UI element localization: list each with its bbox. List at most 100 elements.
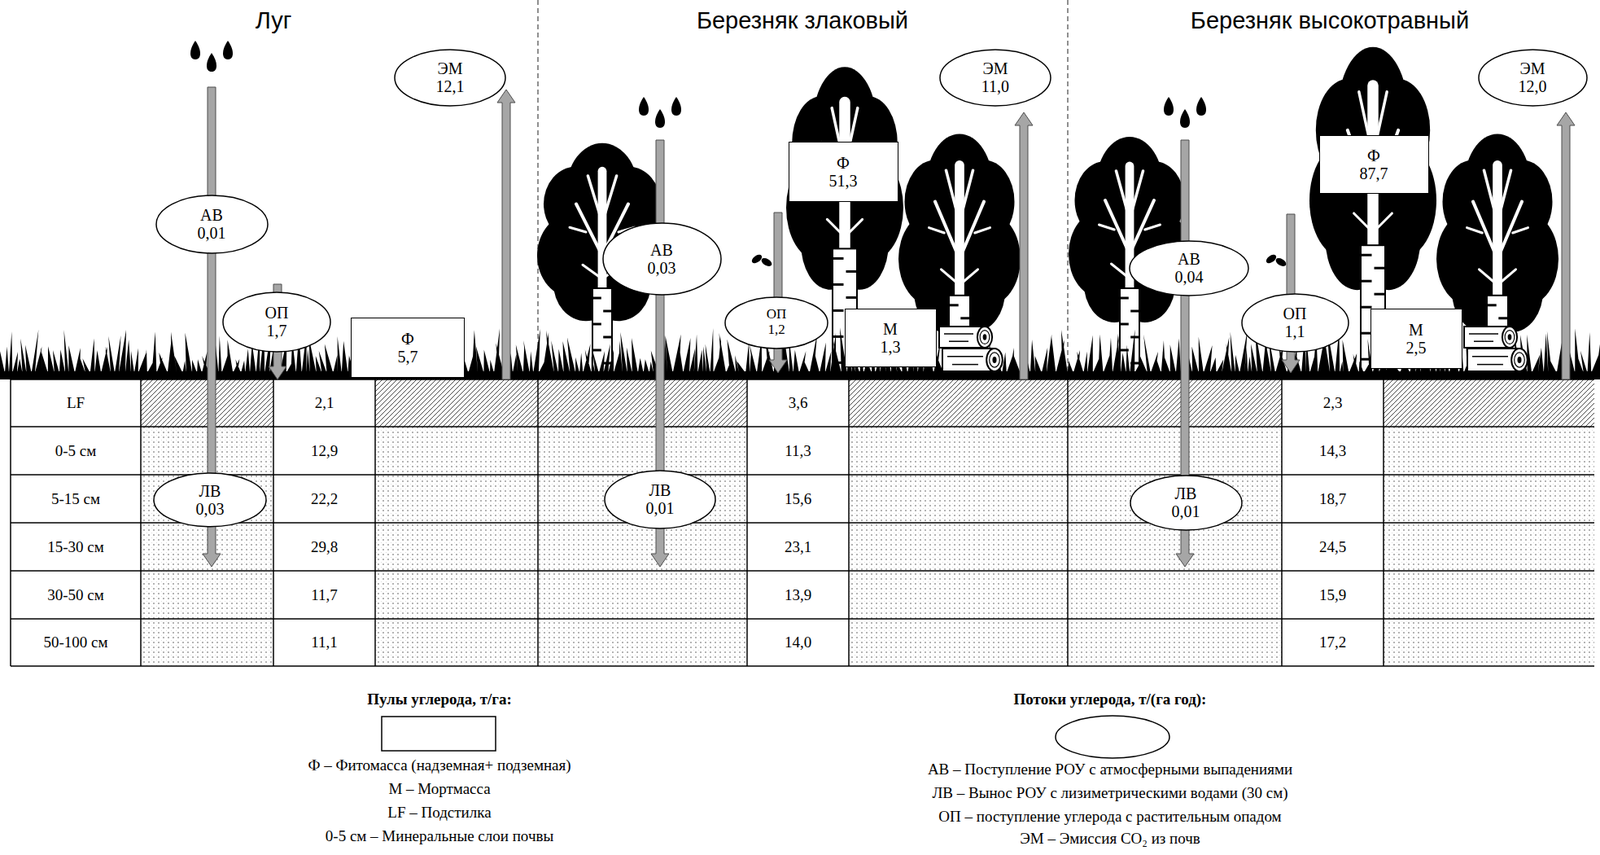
flux-ellipse: ОП1,2 (724, 296, 829, 350)
flux-ellipse: ОП1,7 (222, 291, 332, 353)
trunk-mark (832, 283, 844, 286)
tree-branch (569, 227, 586, 232)
column-title: Березняк злаковый (696, 7, 909, 35)
tree-branch (954, 165, 965, 311)
table-rule (10, 617, 1595, 620)
log-core (992, 356, 997, 363)
ellipse-shape (603, 222, 722, 295)
legend-note: М – Мортмасса (388, 779, 490, 798)
table-rule (746, 379, 748, 666)
trunk-mark (1119, 323, 1129, 326)
ellipse-shape (222, 292, 331, 352)
label-box: 11,7 (273, 570, 376, 619)
table-value: 12,9 (310, 441, 338, 460)
label-box: ЭМ – Эмиссия CO₂ из почв (817, 826, 1404, 850)
trunk-mark (603, 310, 613, 313)
tree-branch (1125, 166, 1135, 303)
trunk-mark (1360, 253, 1373, 257)
leaf (750, 253, 764, 266)
ellipse-shape (725, 297, 828, 349)
trunk-mark (846, 296, 858, 299)
column-title: Березняк высокотравный (1190, 7, 1469, 35)
node-text: 5,7 (397, 347, 419, 366)
trunk-mark (1374, 266, 1386, 270)
leaf (1264, 253, 1278, 266)
label-box: LF – Подстилка (146, 800, 733, 824)
pool-box: М1,3 (844, 308, 937, 368)
label-box: 24,5 (1281, 522, 1384, 571)
tree-branch (959, 170, 974, 223)
label-box: 12,9 (273, 426, 376, 475)
ellipse-shape (604, 470, 716, 529)
pool-box: М2,5 (1370, 308, 1463, 369)
node-text: 2,5 (1406, 338, 1427, 357)
rain-drop (1163, 96, 1174, 116)
ellipse-shape (1129, 240, 1249, 296)
flux-ellipse: ЭМ12,1 (393, 48, 507, 107)
trunk-mark (592, 323, 602, 326)
table-value: 14,3 (1319, 441, 1347, 460)
falling-leaves (1264, 253, 1288, 268)
table-rule (139, 379, 142, 666)
tree-branch (1372, 213, 1392, 233)
trunk-mark (1374, 292, 1386, 296)
node-text: Ф (836, 153, 850, 172)
rain-drop (222, 40, 233, 60)
label-box: 0-5 см – Минеральные слои почвы (146, 824, 733, 848)
node-text: 51,3 (829, 171, 858, 190)
flux-ellipse: ЛВ0,01 (1129, 474, 1243, 531)
table-value: 11,1 (310, 633, 338, 652)
label-box: 11,3 (747, 426, 849, 475)
label-box: 14,0 (747, 618, 849, 666)
tree-branch (1492, 165, 1503, 311)
grass-base (0, 371, 1600, 380)
tree-branch (1116, 170, 1131, 220)
trunk-mark (846, 270, 858, 273)
label-box: 2,1 (273, 379, 376, 427)
table-rule (10, 664, 1595, 667)
label-box: 50-100 см (10, 618, 141, 666)
label-box: Ф – Фитомасса (надземная+ подземная) (146, 753, 733, 777)
label-box: Березняк злаковый (558, 4, 1047, 38)
label-box: АВ – Поступление РОУ с атмосферными выпа… (817, 757, 1404, 781)
legend-note: 0-5 см – Минеральные слои почвы (325, 826, 554, 845)
label-box: 23,1 (747, 522, 849, 571)
table-rule (1382, 379, 1385, 666)
trunk-mark (948, 303, 959, 307)
log-bark (1472, 355, 1509, 358)
log-end (1511, 348, 1528, 372)
rain-drop (638, 96, 649, 116)
tree-branch (1111, 263, 1131, 279)
tree-branch (826, 218, 845, 237)
table-rule (537, 379, 539, 666)
pool-box: Ф51,3 (788, 141, 899, 202)
log-bark (1473, 340, 1494, 342)
tree-branch (974, 227, 991, 233)
tree-branch (1512, 227, 1529, 233)
row-header: 5-15 см (51, 489, 101, 508)
table-value: 3,6 (788, 393, 809, 412)
trunk-mark (832, 309, 844, 312)
legend-note: АВ – Поступление РОУ с атмосферными выпа… (927, 760, 1293, 779)
column-separator (537, 0, 538, 380)
row-header: 15-30 см (47, 537, 105, 556)
rain-drop (190, 40, 201, 60)
legend-sample (381, 716, 496, 751)
label-box: 30-50 см (10, 570, 141, 619)
node-text: ЛВ (1175, 484, 1198, 503)
node-text: 0,03 (196, 499, 225, 518)
column-separator (1066, 0, 1068, 380)
tree-branch (1497, 269, 1517, 285)
table-rule (10, 425, 1595, 428)
node-text: 87,7 (1359, 164, 1389, 183)
label-box: 17,2 (1281, 618, 1384, 666)
label-box: ЛВ – Вынос РОУ с лизиметрическими водами… (817, 781, 1404, 805)
flux-ellipse: АВ0,03 (602, 222, 722, 296)
node-text: ОП (1283, 304, 1308, 323)
table-value: 23,1 (784, 537, 812, 556)
table-value: 11,7 (310, 585, 338, 604)
node-text: АВ (650, 240, 674, 259)
label-box: ОП – поступление углерода с растительным… (817, 804, 1404, 828)
row-header: 30-50 см (47, 585, 105, 604)
table-rule (10, 378, 1595, 381)
